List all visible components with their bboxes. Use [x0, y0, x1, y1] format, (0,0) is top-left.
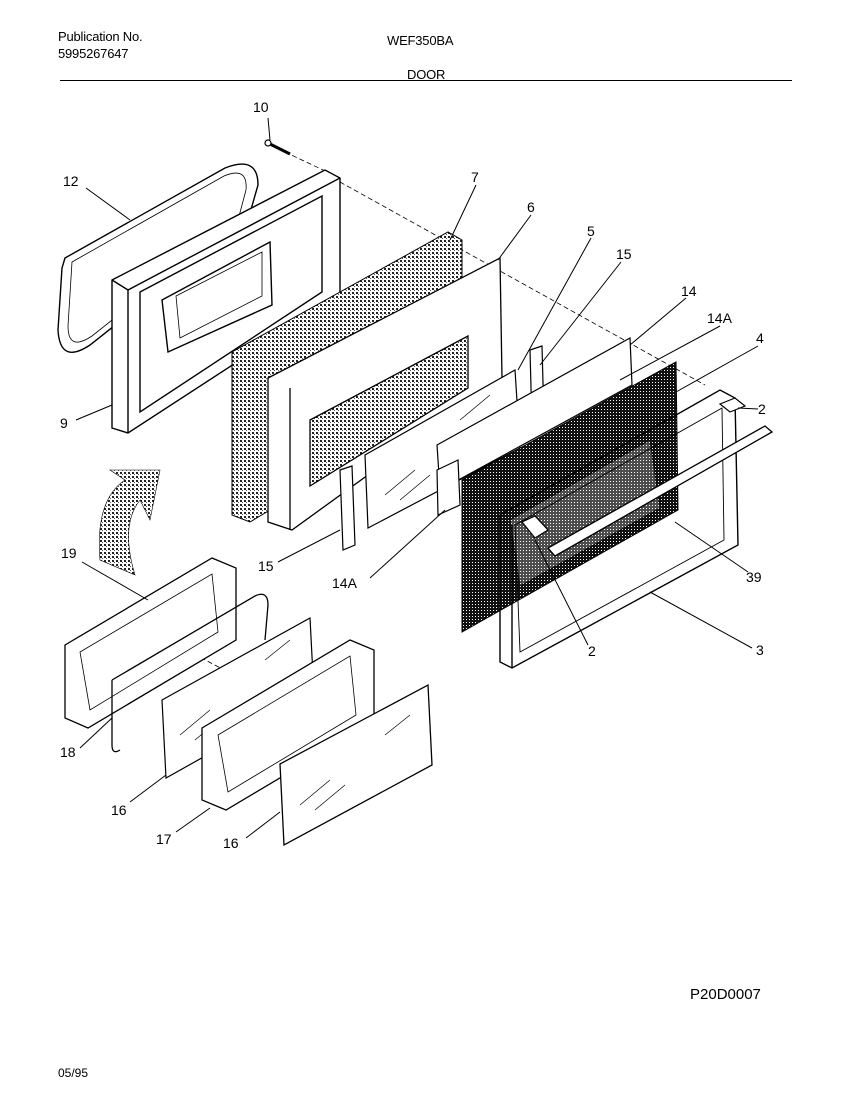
publication-number: 5995267647	[58, 46, 129, 61]
callout-6: 6	[527, 199, 535, 215]
callout-2-a: 2	[758, 401, 766, 417]
callout-12: 12	[63, 173, 79, 189]
part-16-glass-b	[279, 683, 433, 847]
publication-label: Publication No.	[58, 29, 143, 44]
callout-18: 18	[60, 744, 76, 760]
callout-3: 3	[756, 642, 764, 658]
callout-16-a: 16	[111, 802, 127, 818]
callout-labels: 10 12 7 6 5 15 14 14A 4 2 9 15 14A 39 2 …	[60, 99, 766, 851]
header-rule	[60, 80, 792, 81]
callout-5: 5	[587, 223, 595, 239]
callout-14A-a: 14A	[707, 310, 733, 326]
callout-4: 4	[756, 330, 764, 346]
callout-17: 17	[156, 831, 172, 847]
leader-lines	[75, 117, 759, 839]
callout-9: 9	[60, 415, 68, 431]
callout-14: 14	[681, 283, 697, 299]
revision-date: 05/95	[58, 1066, 89, 1080]
callout-16-b: 16	[223, 835, 239, 851]
callout-15-b: 15	[258, 558, 274, 574]
part-3-outer-frame	[499, 389, 739, 669]
assembly-arrow	[99, 469, 161, 576]
part-18-gasket	[111, 593, 269, 753]
callout-14A-b: 14A	[332, 575, 358, 591]
part-10-screw	[264, 139, 291, 156]
callout-15-a: 15	[616, 246, 632, 262]
section-title: DOOR	[407, 67, 446, 82]
part-14-reflector	[436, 337, 633, 516]
part-4-outer-panel	[461, 361, 679, 633]
part-19-frame	[64, 557, 237, 729]
callout-39: 39	[746, 569, 762, 585]
part-9-inner-liner	[111, 169, 341, 434]
diagram-id: P20D0007	[690, 986, 761, 1003]
callout-2-b: 2	[588, 643, 596, 659]
callout-19: 19	[61, 545, 77, 561]
model-number: WEF350BA	[387, 33, 454, 48]
callout-10: 10	[253, 99, 269, 115]
part-39-handle	[546, 425, 774, 557]
callout-7: 7	[471, 169, 479, 185]
